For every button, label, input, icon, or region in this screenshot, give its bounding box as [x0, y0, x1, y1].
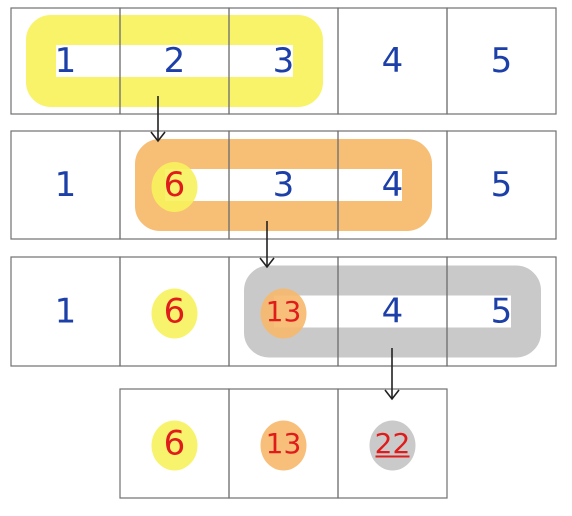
cell-value: 6 — [164, 165, 186, 205]
arrow-layer — [150, 96, 400, 401]
highlight-dot-orange — [260, 288, 307, 339]
cell-value: 13 — [266, 427, 302, 460]
grid-layer — [10, 7, 557, 499]
cell-value: 22 — [375, 427, 411, 460]
window-highlight-orange — [135, 139, 432, 231]
cell-border — [446, 130, 557, 240]
cell-value: 2 — [164, 41, 186, 81]
cell-value: 6 — [164, 424, 186, 464]
cell-border — [446, 7, 557, 115]
cell-value: 3 — [273, 165, 295, 205]
cell-border — [446, 256, 557, 367]
window-highlight-yellow — [26, 15, 323, 107]
text-layer: 1 2 3 4 5 1 6 3 4 5 1 6 13 4 5 6 13 22 — [55, 41, 513, 464]
cell-value: 1 — [55, 292, 77, 332]
window-highlight-gray — [244, 265, 541, 358]
highlight-dot-gray — [369, 420, 416, 471]
arrow-head — [150, 131, 166, 143]
highlight-dot-yellow — [151, 162, 198, 212]
cell-value: 5 — [491, 165, 513, 205]
cell-value: 5 — [491, 292, 513, 332]
dot-layer — [151, 162, 416, 471]
arrow-head — [259, 257, 275, 269]
cell-value: 1 — [55, 165, 77, 205]
cell-value: 5 — [491, 41, 513, 81]
cell-value: 6 — [164, 292, 186, 332]
highlight-dot-orange — [260, 420, 307, 471]
cell-value: 13 — [266, 295, 302, 328]
highlight-dot-yellow — [151, 288, 198, 339]
cell-value: 3 — [273, 41, 295, 81]
cell-value: 4 — [382, 165, 404, 205]
cell-value: 1 — [55, 41, 77, 81]
cell-value: 4 — [382, 292, 404, 332]
highlight-dot-yellow — [151, 420, 198, 471]
arrow-head — [384, 389, 400, 401]
cell-value: 4 — [382, 41, 404, 81]
highlight-layer — [26, 15, 541, 358]
